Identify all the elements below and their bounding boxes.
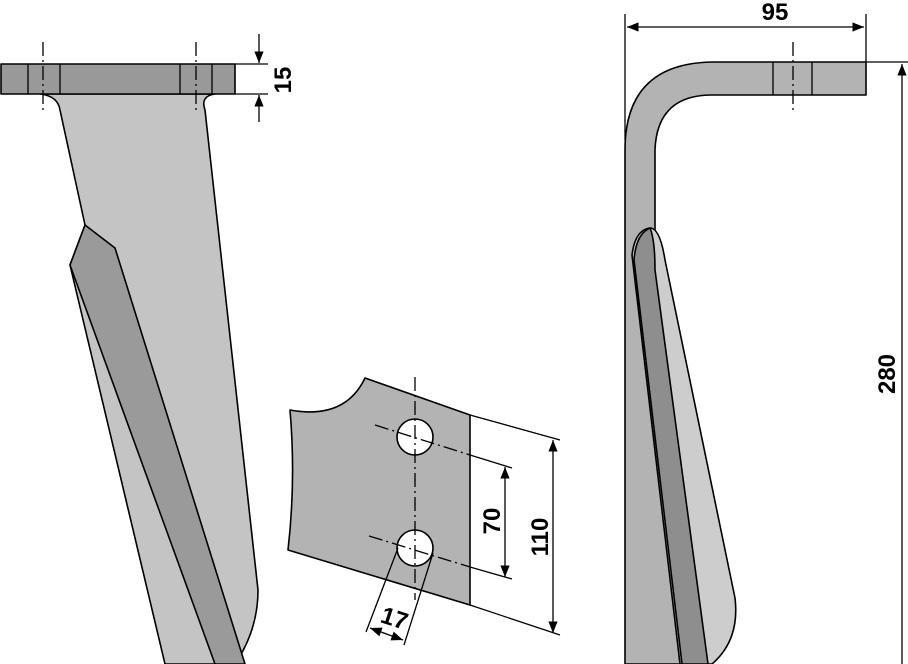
dim-height: 280 bbox=[874, 354, 901, 394]
hole-detail-view: 70 110 17 bbox=[287, 377, 561, 646]
dim-flange-thickness: 15 bbox=[270, 67, 297, 94]
side-view-tine: 95 280 bbox=[624, 0, 908, 664]
dim-width: 95 bbox=[762, 0, 789, 26]
mounting-flange bbox=[0, 63, 236, 95]
dim-plate-length: 110 bbox=[527, 518, 554, 557]
front-view-tine: 15 bbox=[0, 34, 297, 664]
side-edge bbox=[633, 227, 709, 664]
side-body bbox=[624, 61, 867, 664]
dim-hole-spacing: 70 bbox=[479, 508, 506, 535]
plate-section bbox=[287, 377, 471, 606]
cutting-edge bbox=[69, 224, 246, 664]
dim-hole-diameter: 17 bbox=[377, 602, 411, 636]
